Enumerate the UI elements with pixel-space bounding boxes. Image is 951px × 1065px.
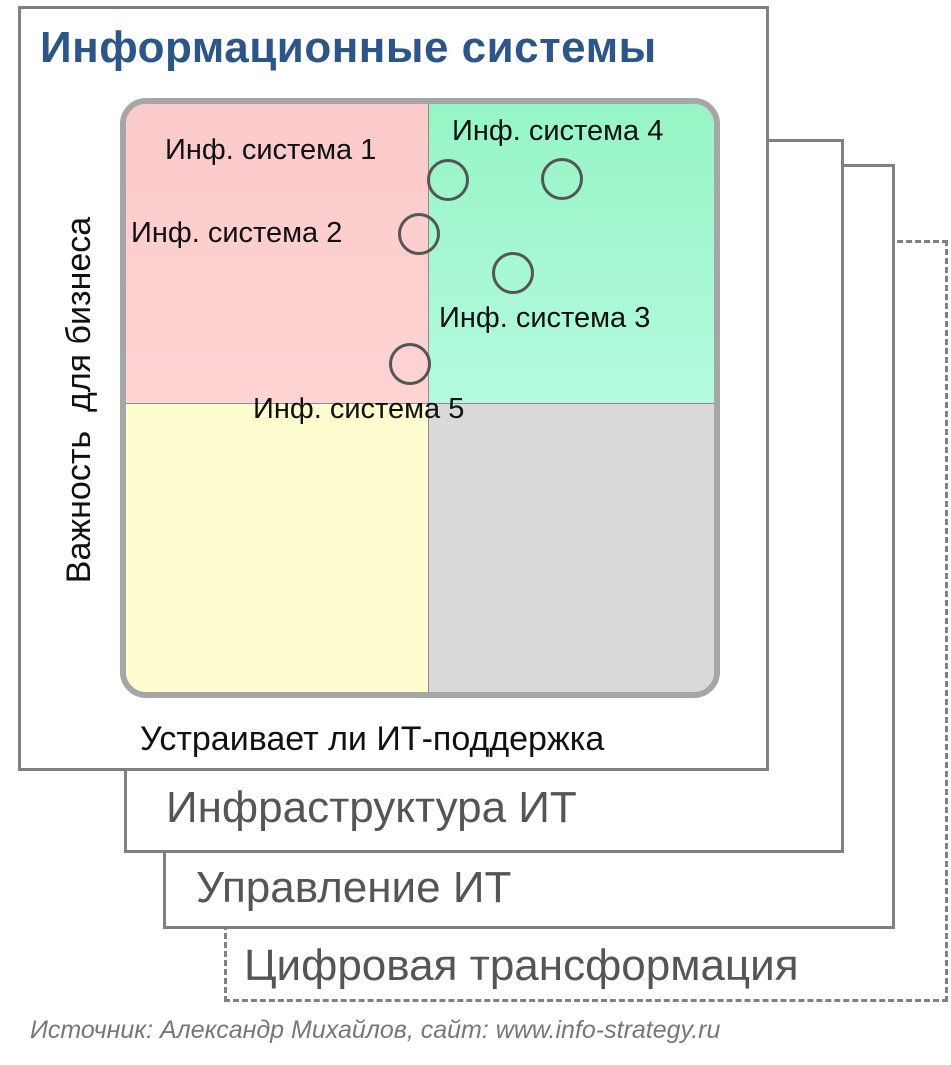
it-management-label: Управление ИТ xyxy=(196,863,512,912)
system-2-marker xyxy=(398,213,440,255)
matrix-vertical-divider xyxy=(428,104,429,692)
system-1-label: Инф. система 1 xyxy=(165,134,377,166)
system-1-marker xyxy=(427,159,469,201)
system-4-label: Инф. система 4 xyxy=(452,115,664,147)
digital-transformation-label: Цифровая трансформация xyxy=(244,941,799,990)
quadrant-top-left xyxy=(126,104,429,404)
system-2-label: Инф. система 2 xyxy=(131,217,343,249)
system-5-label: Инф. система 5 xyxy=(253,393,465,425)
it-infrastructure-label: Инфраструктура ИТ xyxy=(166,783,577,832)
x-axis-label: Устраивает ли ИТ-поддержка xyxy=(140,720,605,758)
system-4-marker xyxy=(541,158,583,200)
system-3-marker xyxy=(492,252,534,294)
system-5-marker xyxy=(389,343,431,385)
matrix-horizontal-divider xyxy=(126,403,714,404)
quadrant-bottom-left xyxy=(126,404,429,692)
quadrant-bottom-right xyxy=(429,404,714,692)
source-credit: Источник: Александр Михайлов, сайт: www.… xyxy=(30,1016,721,1044)
y-axis-label: Важность для бизнеса xyxy=(60,216,98,584)
system-3-label: Инф. система 3 xyxy=(439,302,651,334)
portfolio-matrix xyxy=(120,98,720,698)
information-systems-title: Информационные системы xyxy=(40,23,657,72)
quadrant-top-right xyxy=(429,104,714,404)
